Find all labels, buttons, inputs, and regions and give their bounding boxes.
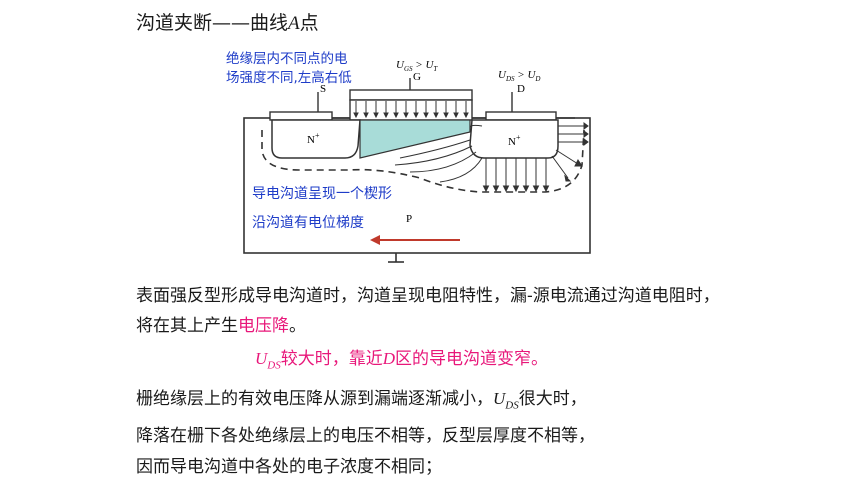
label-gate: G <box>413 71 421 83</box>
title-prefix: 沟道夹断——曲线 <box>136 12 289 34</box>
n-right-letter: N <box>508 136 516 148</box>
hl-sub: DS <box>267 359 281 372</box>
para2-line2: 降落在栅下各处绝缘层上的电压不相等，反型层厚度不相等， <box>136 426 595 447</box>
field-arrow-head <box>373 112 379 119</box>
field-arrow-head <box>413 112 419 119</box>
drain-down-arrows <box>482 158 550 193</box>
channel-wedge <box>359 119 471 159</box>
gate-electrode <box>349 89 473 101</box>
field-arrow-head <box>433 112 439 119</box>
drain-arrow-head <box>482 185 490 193</box>
gradient-arrow-head <box>370 235 380 245</box>
drain-field-lines <box>394 124 483 183</box>
para1-end: 。 <box>289 316 306 336</box>
n-right-plus: + <box>516 133 521 142</box>
gate-oxide <box>349 99 473 121</box>
paragraph-2: 栅绝缘层上的有效电压降从源到漏端逐渐减小，UDS很大时， 降落在栅下各处绝缘层上… <box>136 383 776 483</box>
n-left-letter: N <box>307 134 315 146</box>
para2-line1: 栅绝缘层上的有效电压降从源到漏端逐渐减小，UDS很大时， <box>136 389 587 412</box>
gradient-note: 沿沟道有电位梯度 <box>252 215 364 231</box>
field-arrow-head <box>453 112 459 119</box>
source-n-region <box>271 119 361 159</box>
field-arrow-head <box>443 112 449 119</box>
highlight-line: UDS较大时，靠近D区的导电沟道变窄。 <box>255 344 548 371</box>
slide-title: 沟道夹断——曲线A点 <box>136 8 319 35</box>
hl-u: U <box>255 349 268 368</box>
drain-arrow-head <box>512 185 520 193</box>
para1-text: 表面强反型形成导电沟道时，沟道呈现电阻特性，漏-源电流通过沟道电阻时，将在其上产… <box>136 286 720 336</box>
drain-arrow-head <box>492 185 500 193</box>
hl-text1: 较大时，靠近 <box>280 349 383 369</box>
title-point: A <box>288 13 300 34</box>
title-suffix: 点 <box>299 12 319 34</box>
label-n-left: N+ <box>307 131 320 146</box>
drain-arrow-head <box>502 185 510 193</box>
source-electrode <box>269 111 333 121</box>
drain-condition: UDS > UD <box>498 69 540 83</box>
field-arrow-head <box>383 112 389 119</box>
gate-condition: UGS > UT <box>396 59 438 73</box>
drain-arrow-head <box>542 185 550 193</box>
field-arrow-head <box>423 112 429 119</box>
hl-text2: 区的导电沟道变窄。 <box>395 349 549 369</box>
hl-d: D <box>382 349 396 368</box>
label-p: P <box>406 213 412 225</box>
field-arrow-head <box>403 112 409 119</box>
label-n-right: N+ <box>508 133 521 148</box>
paragraph-1: 表面强反型形成导电沟道时，沟道呈现电阻特性，漏-源电流通过沟道电阻时，将在其上产… <box>136 281 736 341</box>
field-arrow-head <box>393 112 399 119</box>
field-note-line1: 绝缘层内不同点的电 <box>226 51 348 67</box>
drain-right-arrows <box>551 122 589 182</box>
field-note: 绝缘层内不同点的电 场强度不同,左高右低 <box>226 50 352 88</box>
drain-arrow-head <box>522 185 530 193</box>
field-arrow-head <box>353 112 359 119</box>
drain-arrow-head <box>532 185 540 193</box>
label-drain: D <box>517 83 525 95</box>
wedge-note: 导电沟道呈现一个楔形 <box>252 186 392 202</box>
label-source: S <box>320 83 326 95</box>
drain-n-region <box>469 119 559 159</box>
field-note-line2: 场强度不同,左高右低 <box>226 70 352 86</box>
depletion-boundary <box>261 129 585 193</box>
drain-electrode <box>485 111 557 121</box>
para1-emphasis: 电压降 <box>238 316 289 336</box>
field-arrow-head <box>363 112 369 119</box>
n-left-plus: + <box>315 131 320 140</box>
para2-line3: 因而导电沟道中各处的电子浓度不相同； <box>136 457 442 478</box>
field-arrow-head <box>463 112 469 119</box>
oxide-field-arrows <box>353 101 469 119</box>
